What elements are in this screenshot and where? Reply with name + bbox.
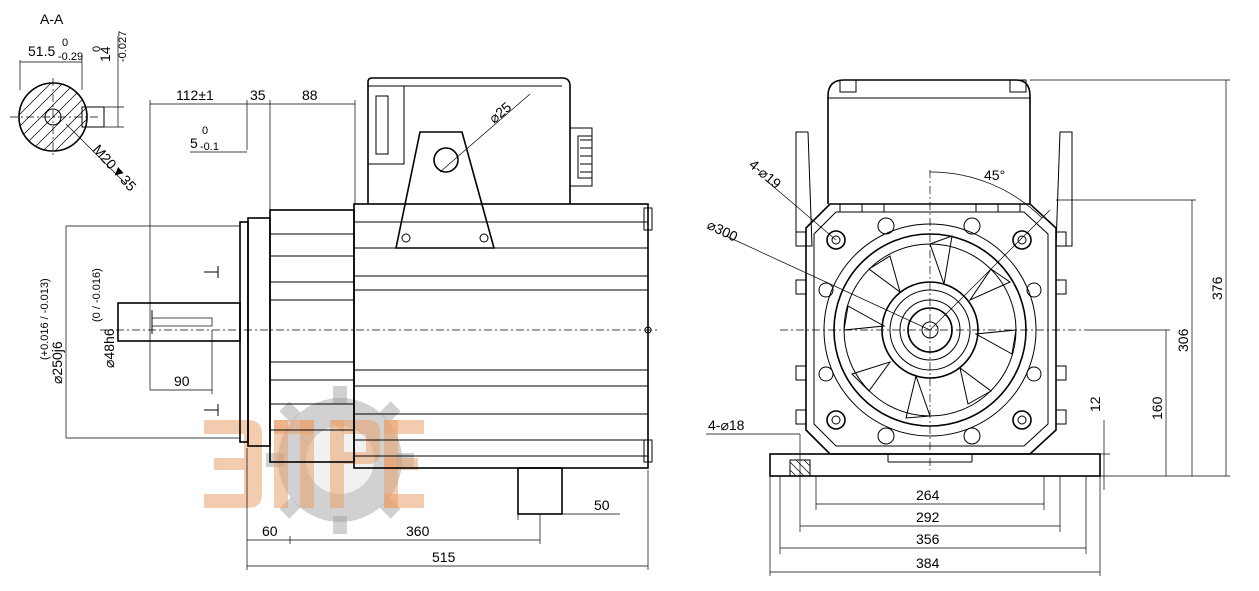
front-pcd: ⌀300 [705, 216, 741, 244]
side-dim-60: 60 [262, 523, 278, 539]
side-dim-88: 88 [302, 87, 318, 103]
front-bolt-holes: 4-⌀19 [746, 156, 784, 192]
side-offset-dim: 5 [190, 135, 198, 151]
watermark-logo [204, 386, 424, 534]
side-flange-dia: ⌀250j6 [49, 341, 65, 384]
front-width-292: 292 [916, 509, 940, 525]
front-width-384: 384 [916, 555, 940, 571]
section-key-tol-upper: 0 [91, 46, 103, 52]
side-shaft-len: 90 [174, 373, 190, 389]
section-key-dim: 14 [97, 46, 113, 62]
section-a-a: A-A 51.5 0 -0.29 14 0 [10, 11, 140, 194]
side-dim-50: 50 [594, 497, 610, 513]
section-title: A-A [40, 11, 64, 27]
front-width-356: 356 [916, 531, 940, 547]
front-angle: 45° [984, 167, 1005, 183]
side-pivot-dia: ⌀25 [486, 98, 515, 126]
front-height-center: 306 [1175, 328, 1191, 352]
side-shaft-dia: ⌀48h6 [101, 328, 117, 368]
section-width-tol-upper: 0 [62, 37, 68, 49]
front-view: 45° 4-⌀19 ⌀300 4-⌀18 [705, 79, 1230, 576]
side-flange-tol: (+0.016 / -0.013) [39, 278, 51, 360]
section-key-tol: -0.027 [117, 31, 129, 62]
bolt-holes [818, 217, 1042, 445]
front-center-height: 160 [1149, 396, 1165, 420]
side-view: 112±1 35 88 5 0 -0.1 ⌀250j6 (+0.016 / -0… [39, 77, 660, 570]
section-width-tol: -0.29 [58, 51, 83, 63]
side-offset-tol: -0.1 [200, 141, 219, 153]
side-dim-112: 112±1 [176, 87, 214, 103]
side-offset-tol-upper: 0 [202, 125, 208, 137]
front-width-264: 264 [916, 487, 940, 503]
side-total-length: 515 [432, 549, 456, 565]
front-height-total: 376 [1209, 276, 1225, 300]
fan-blades [843, 235, 1017, 419]
front-foot-thickness: 12 [1087, 396, 1103, 412]
front-foot-holes: 4-⌀18 [708, 417, 745, 433]
side-dim-360: 360 [406, 523, 430, 539]
side-shaft-tol: (0 / -0.016) [91, 268, 103, 322]
section-thread: M20▼35 [90, 141, 140, 194]
section-width-dim: 51.5 [28, 43, 55, 59]
side-dim-35: 35 [250, 87, 266, 103]
